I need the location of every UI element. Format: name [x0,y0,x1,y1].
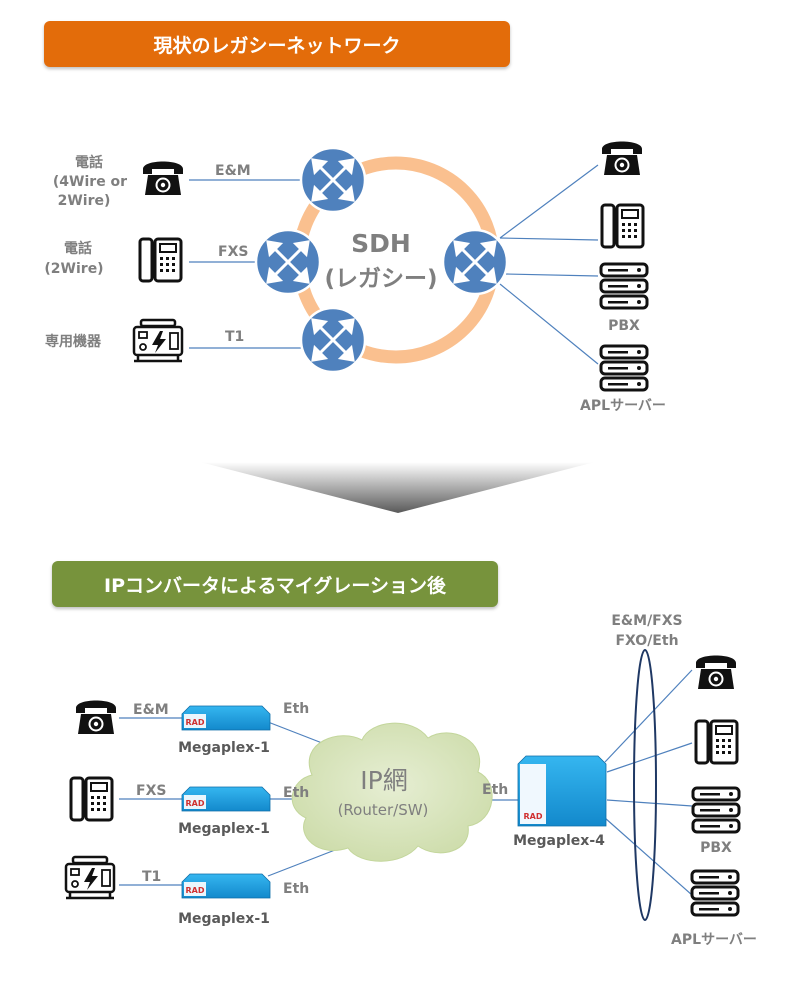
link-deskphone-line [499,237,599,241]
label-phone-4wire-line1: 電話 [75,154,103,171]
megaplex-4-device: RAD [517,755,607,827]
rotary-phone-icon [696,655,736,689]
eth-label-1: Eth [283,701,309,717]
ip-cloud [291,722,493,862]
link-pbx-line [505,273,599,277]
legacy-network-banner: 現状のレガシーネットワーク [44,21,510,67]
mp4-phone-line [604,669,693,763]
router-right-icon [441,228,509,296]
label-phone-2wire-line1: 電話 [64,240,92,257]
router-left-icon [254,228,322,296]
pbx-label-ip: PBX [700,840,732,856]
eth-label-3: Eth [283,881,309,897]
interface-bundle-ellipse [633,649,657,921]
mux-link-t1-label: T1 [142,869,161,885]
label-phone-4wire-line3: 2Wire) [58,193,111,209]
interfaces-label-line1: E&M/FXS [611,613,682,629]
rotary-phone-icon [602,141,642,175]
legacy-links [189,164,599,365]
svg-text:RAD: RAD [524,812,543,821]
ip-links [119,669,693,896]
megaplex-4-label: Megaplex-4 [513,833,605,849]
transition-arrow [200,462,595,513]
mux-link-fxs-label: FXS [136,783,166,799]
interfaces-label-line2: FXO/Eth [615,633,678,649]
generator-icon [64,855,116,900]
megaplex-1-label-bottom: Megaplex-1 [178,911,270,927]
svg-text:RAD: RAD [186,799,205,808]
link-t1-label: T1 [225,329,244,345]
cloud-subtitle: (Router/SW) [338,801,429,819]
megaplex-1-label-top: Megaplex-1 [178,740,270,756]
eth-link-3-line [267,849,336,877]
link-phone-line [499,164,599,239]
apl-server-label-ip: APLサーバー [671,932,757,948]
rotary-phone-icon [143,161,183,195]
server-icon [690,869,740,917]
svg-text:RAD: RAD [186,886,205,895]
link-server-line [499,283,599,365]
label-dedicated-device: 専用機器 [45,333,102,350]
rotary-phone-icon [76,700,116,734]
apl-server-label-legacy: APLサーバー [580,398,666,414]
megaplex-1-device-middle: RAD [181,786,271,812]
mp4-pbx-line [606,799,693,807]
sdh-subtitle: (レガシー) [324,266,437,292]
office-phone-icon [600,203,645,249]
megaplex-1-label-middle: Megaplex-1 [178,821,270,837]
server-icon [599,262,649,310]
megaplex-1-device-top: RAD [181,705,271,731]
svg-text:RAD: RAD [186,718,205,727]
migration-banner: IPコンバータによるマイグレーション後 [52,561,498,607]
mp4-server-line [604,817,693,896]
server-icon [691,786,741,834]
link-em-label: E&M [215,163,251,179]
mux-link-em-label: E&M [133,702,169,718]
office-phone-icon [694,719,739,765]
label-phone-2wire-line2: (2Wire) [44,261,103,277]
label-phone-4wire-line2: (4Wire or [53,174,127,190]
eth-label-2: Eth [283,785,309,801]
office-phone-icon [69,776,114,822]
server-icon [599,344,649,392]
office-phone-icon [138,237,183,283]
pbx-label-legacy: PBX [608,318,640,334]
eth-label-central: Eth [482,782,508,798]
megaplex-1-device-bottom: RAD [181,873,271,899]
link-fxs-label: FXS [218,244,248,260]
router-bottom-icon [299,306,367,374]
sdh-title: SDH [351,229,411,258]
cloud-title: IP網 [360,766,407,795]
generator-icon [132,318,184,363]
router-top-icon [299,146,367,214]
mp4-deskphone-line [606,742,693,773]
